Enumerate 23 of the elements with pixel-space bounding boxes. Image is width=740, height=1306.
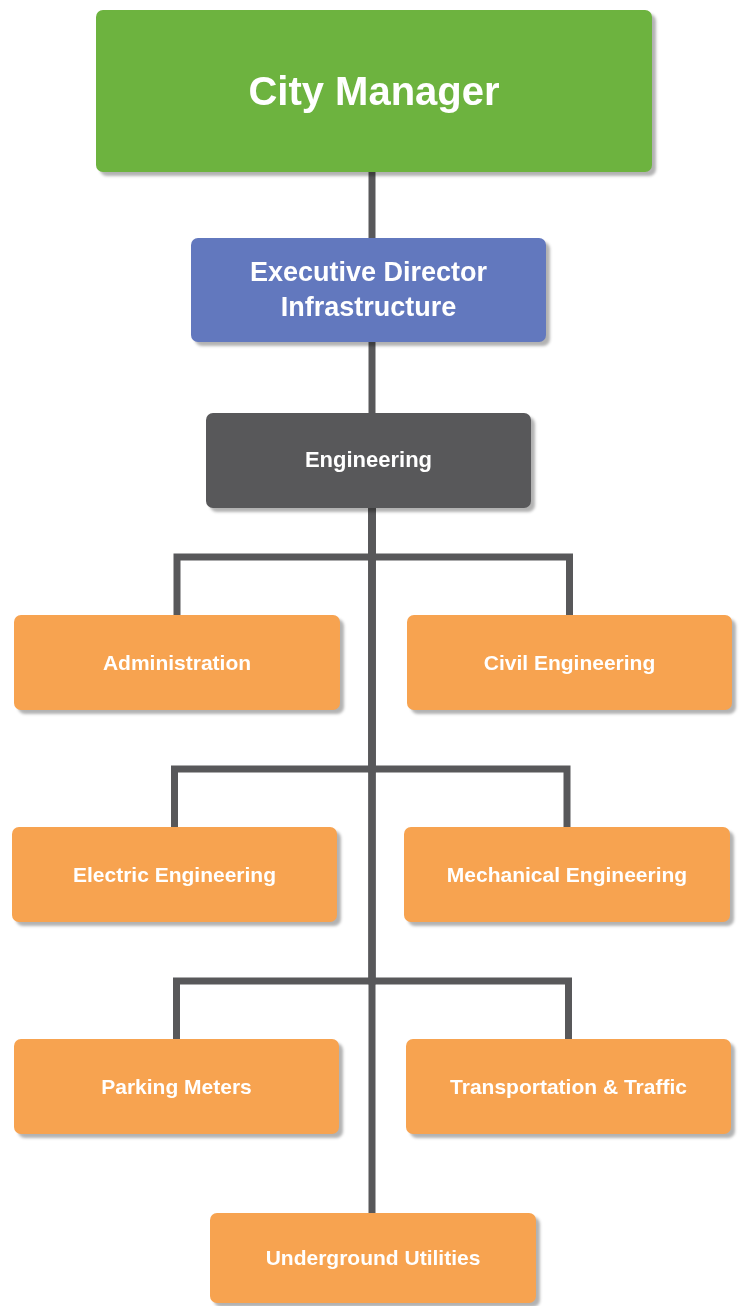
node-label: Electric Engineering [72,861,277,888]
unit-box [407,615,732,710]
connector-line [368,508,376,1213]
node-label: Engineering [304,446,433,475]
unit-box [404,827,730,922]
node-label: Administration [102,649,252,676]
manager-box [96,10,652,172]
node-label: Civil Engineering [483,649,656,676]
node-label: Mechanical Engineering [446,861,688,888]
unit-box [14,615,340,710]
unit-box [14,1039,339,1134]
unit-box [406,1039,731,1134]
unit-box [12,827,337,922]
connector-line [368,342,376,413]
node-label: City Manager [248,68,500,115]
department-box [206,413,531,508]
node-label: Transportation & Traffic [450,1073,687,1100]
node-label: Parking Meters [101,1073,252,1100]
node-label: Underground Utilities [265,1245,481,1272]
director-box [191,238,546,342]
unit-box [210,1213,536,1303]
connector-line [368,172,376,238]
node-label: Executive Director Infrastructure [248,255,489,324]
